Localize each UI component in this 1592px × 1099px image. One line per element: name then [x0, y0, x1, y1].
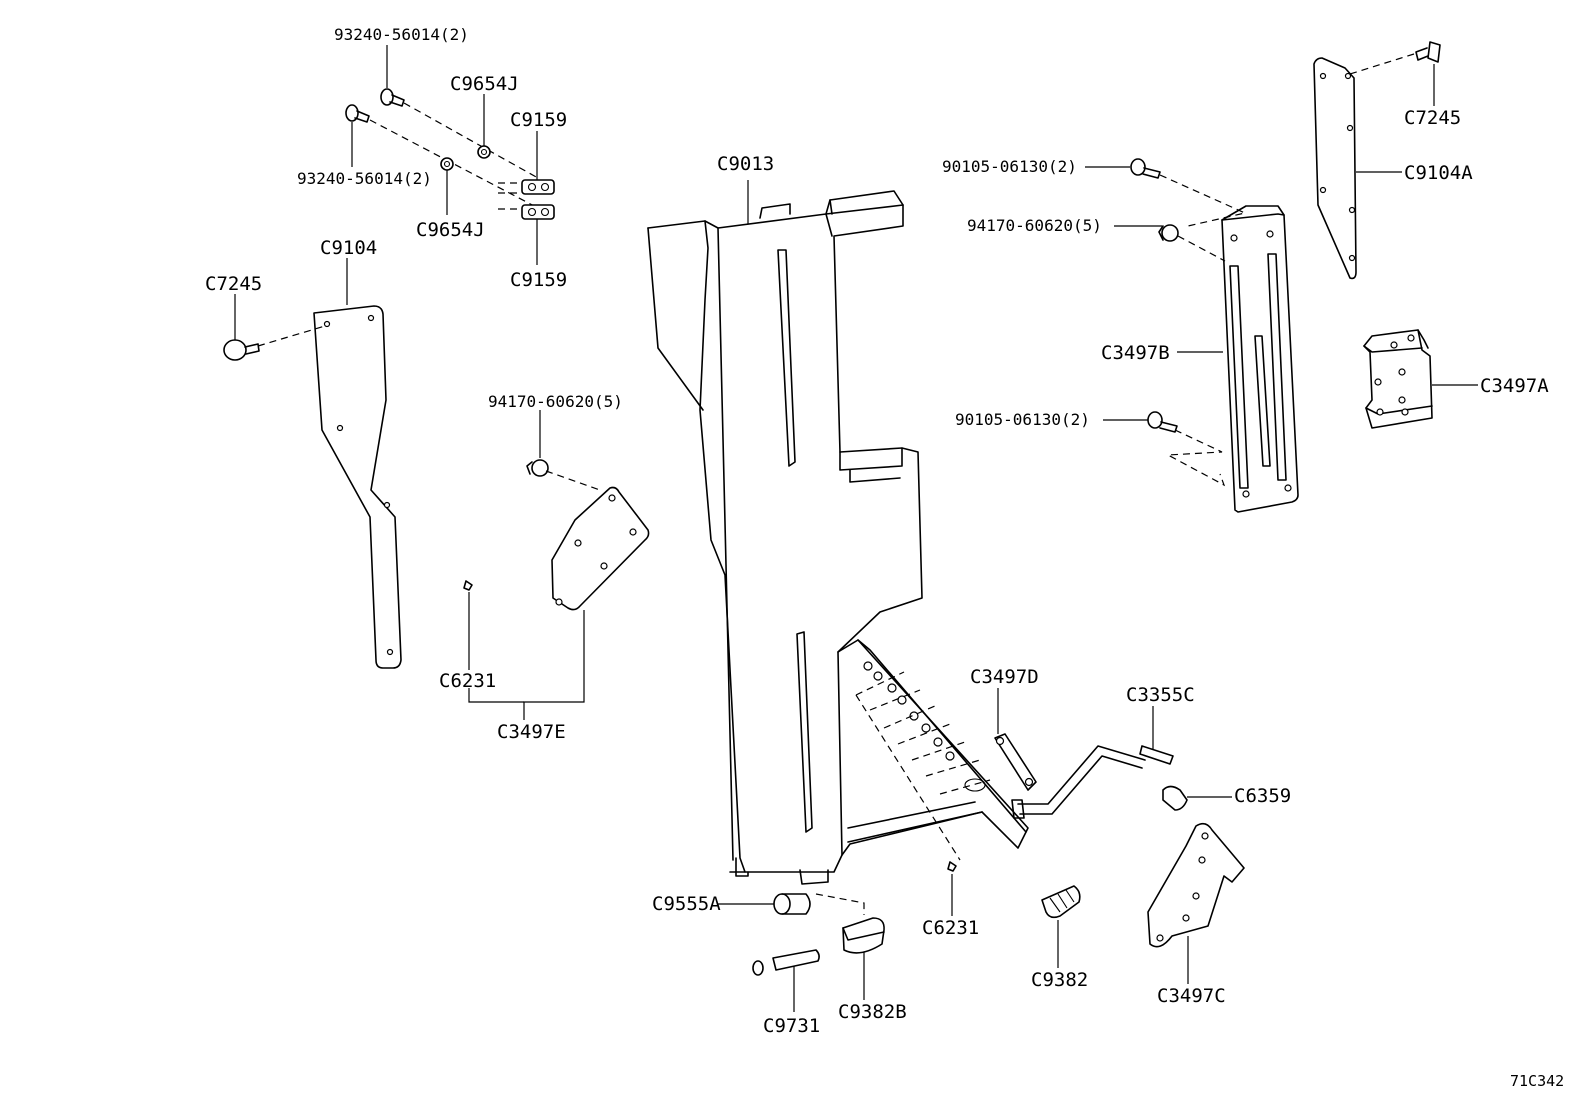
label-c9382: C9382 — [1031, 969, 1088, 991]
label-94170-60620-right: 94170-60620(5) — [967, 216, 1102, 235]
label-c6231-left: C6231 — [439, 670, 496, 692]
label-c6359: C6359 — [1234, 785, 1291, 807]
screw-94170-left[interactable] — [526, 459, 549, 477]
bracket-c3497c[interactable] — [1147, 822, 1245, 948]
label-c3497a: C3497A — [1480, 375, 1549, 397]
bracket-c3497a[interactable] — [1363, 329, 1433, 429]
rail-slot-holes — [863, 661, 986, 792]
label-c9654j-top: C9654J — [450, 73, 519, 95]
screw-94170-right[interactable] — [1158, 224, 1179, 242]
stopper-c9382[interactable] — [1041, 885, 1081, 919]
clip-c9159-bottom[interactable] — [521, 204, 555, 220]
label-93240-56014-top: 93240-56014(2) — [334, 25, 469, 44]
bushing-c9555a[interactable] — [773, 893, 811, 915]
label-c3497b: C3497B — [1101, 342, 1170, 364]
label-c9159-bottom: C9159 — [510, 269, 567, 291]
screw-c6231-left[interactable] — [463, 580, 473, 591]
panel-c9013[interactable] — [647, 190, 1029, 885]
assembly-line — [403, 102, 539, 179]
pin-c9731[interactable] — [752, 949, 820, 976]
label-90105-06130-bottom: 90105-06130(2) — [955, 410, 1090, 429]
label-c7245-left: C7245 — [205, 273, 262, 295]
label-93240-56014-mid: 93240-56014(2) — [297, 169, 432, 188]
label-c9382b: C9382B — [838, 1001, 907, 1023]
clip-c9159-top[interactable] — [521, 179, 555, 195]
bolt-93240-mid[interactable] — [345, 104, 370, 123]
cap-c6359[interactable] — [1162, 785, 1188, 811]
bolt-90105-top[interactable] — [1130, 158, 1161, 179]
label-94170-60620-left: 94170-60620(5) — [488, 392, 623, 411]
screw-c6231-bottom[interactable] — [947, 861, 957, 872]
bracket-c9104[interactable] — [313, 305, 402, 669]
bracket-c3497d[interactable] — [994, 733, 1037, 791]
stopper-c9382b[interactable] — [842, 917, 885, 954]
label-c9555a: C9555A — [652, 893, 721, 915]
label-c3497e: C3497E — [497, 721, 566, 743]
label-c9654j-bottom: C9654J — [416, 219, 485, 241]
label-c6231-bottom: C6231 — [922, 917, 979, 939]
label-c9013: C9013 — [717, 153, 774, 175]
nut-c9654j-bottom[interactable] — [440, 157, 454, 171]
label-c3497c: C3497C — [1157, 985, 1226, 1007]
bracket-c3497e-plate[interactable] — [551, 486, 650, 611]
pin-c3355c[interactable] — [1139, 745, 1174, 765]
label-c7245-right: C7245 — [1404, 107, 1461, 129]
bracket-c3497b[interactable] — [1221, 205, 1299, 513]
label-c9104: C9104 — [320, 237, 377, 259]
lever-handle[interactable] — [1011, 745, 1146, 819]
bolt-90105-bottom[interactable] — [1147, 411, 1178, 433]
nut-c9654j-top[interactable] — [477, 145, 491, 159]
label-90105-06130-top: 90105-06130(2) — [942, 157, 1077, 176]
label-c3497d: C3497D — [970, 666, 1039, 688]
fastener-c7245-right[interactable] — [1415, 41, 1441, 63]
label-c9731: C9731 — [763, 1015, 820, 1037]
bracket-c9104a[interactable] — [1313, 57, 1357, 280]
label-c3355c: C3355C — [1126, 684, 1195, 706]
label-c9159-top: C9159 — [510, 109, 567, 131]
fastener-c7245-left[interactable] — [223, 339, 260, 361]
label-c9104a: C9104A — [1404, 162, 1473, 184]
diagram-code: 71C342 — [1510, 1072, 1564, 1090]
bolt-93240-top[interactable] — [380, 88, 405, 107]
